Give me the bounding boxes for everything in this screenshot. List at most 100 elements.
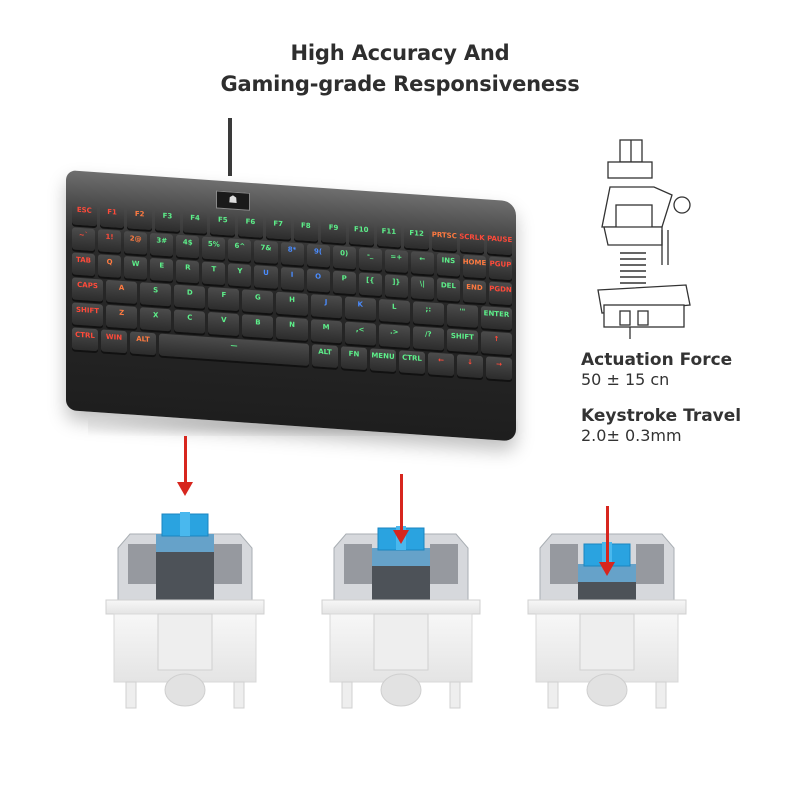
key: ↑ [480, 331, 513, 356]
key: '" [446, 303, 478, 328]
key: PAUSE [487, 231, 512, 256]
switch-released [100, 500, 270, 719]
key: CTRL [72, 327, 98, 352]
key: /? [412, 326, 444, 351]
spec-value: 2.0± 0.3mm [581, 426, 682, 445]
spec-value: 50 ± 15 cn [581, 370, 670, 389]
headline: High Accuracy And Gaming-grade Responsiv… [0, 38, 800, 100]
key: MENU [370, 348, 396, 373]
key: F6 [238, 214, 263, 238]
key: WIN [101, 329, 127, 354]
key: C [174, 309, 206, 334]
key: 0) [332, 245, 356, 270]
key: F10 [348, 221, 374, 246]
key: ALT [130, 331, 156, 356]
key: PGUP [489, 256, 513, 281]
key: I [280, 266, 304, 291]
key: F4 [182, 210, 208, 234]
key: CTRL [399, 350, 425, 375]
key: 4$ [176, 234, 200, 259]
key: ← [428, 352, 454, 377]
key: D [174, 284, 206, 309]
key: ]} [384, 274, 408, 298]
switch-housing-bottom-icon [597, 284, 691, 339]
key: PGDN [489, 281, 513, 306]
key: U [254, 265, 278, 289]
key: P [332, 270, 356, 295]
key: ENTER [480, 306, 513, 331]
switch-housing-top-icon [601, 186, 691, 265]
key: X [140, 307, 172, 332]
key: SCRLK [459, 229, 485, 254]
spec-label: Actuation Force [581, 350, 733, 370]
key: R [176, 259, 200, 284]
key: CAPS [72, 277, 104, 302]
key: S [140, 282, 172, 307]
key: F2 [127, 206, 153, 231]
key: L [378, 298, 410, 324]
key: Z [106, 304, 138, 329]
spec-label: Keystroke Travel [581, 406, 742, 426]
key: SHIFT [446, 328, 478, 353]
key: ESC [72, 202, 97, 227]
key: F8 [293, 217, 319, 242]
key: HOME [463, 254, 486, 279]
keycap-stem-icon [607, 139, 653, 179]
spring-icon [620, 252, 646, 284]
key: \| [410, 276, 434, 300]
key: [{ [358, 272, 382, 297]
key: PRTSC [432, 227, 457, 252]
key: W [124, 256, 148, 280]
mechanical-switch-icon [105, 512, 265, 709]
key: ALT [312, 344, 338, 369]
key: 7& [254, 240, 278, 264]
key: B [242, 314, 274, 339]
key: 6^ [228, 238, 252, 262]
key: Y [228, 263, 252, 287]
key: F5 [210, 212, 236, 236]
key: F1 [99, 204, 125, 229]
key: → [486, 356, 512, 381]
key: F12 [404, 225, 429, 250]
key: F3 [155, 208, 180, 232]
key: E [150, 257, 174, 282]
key: 5% [202, 236, 226, 261]
key: ~` [72, 227, 96, 252]
key: TAB [72, 252, 96, 277]
key: 1! [98, 229, 122, 253]
key: F [208, 286, 240, 312]
switch-actuation [316, 500, 486, 719]
key: F9 [321, 219, 346, 244]
brand-logo-icon: ☗ [216, 190, 250, 211]
key: SHIFT [72, 302, 104, 327]
exploded-switch-diagram [597, 139, 691, 339]
key: F7 [265, 215, 291, 240]
key: G [242, 289, 274, 314]
key: ;: [412, 301, 444, 326]
key: O [306, 268, 330, 293]
mechanical-switch-icon [321, 526, 481, 709]
key: DEL [436, 277, 460, 302]
usb-cable [228, 118, 232, 176]
spec-actuation-force: Actuation Force 50 ± 15 cn [581, 350, 732, 389]
key: ↓ [457, 354, 483, 379]
key: H [276, 291, 308, 316]
key: 3# [150, 232, 174, 257]
key: K [344, 296, 376, 321]
key: A [106, 279, 138, 304]
headline-line-2: Gaming-grade Responsiveness [220, 72, 580, 96]
key: Q [98, 254, 122, 278]
key: F11 [376, 223, 402, 248]
key: ← [410, 251, 434, 275]
key: V [208, 311, 240, 337]
key: N [276, 316, 308, 341]
key: T [202, 261, 226, 286]
key: 9( [306, 243, 330, 268]
key: .> [378, 323, 410, 349]
key: 2@ [124, 231, 148, 255]
headline-line-1: High Accuracy And [290, 41, 510, 65]
key: -_ [358, 247, 382, 272]
